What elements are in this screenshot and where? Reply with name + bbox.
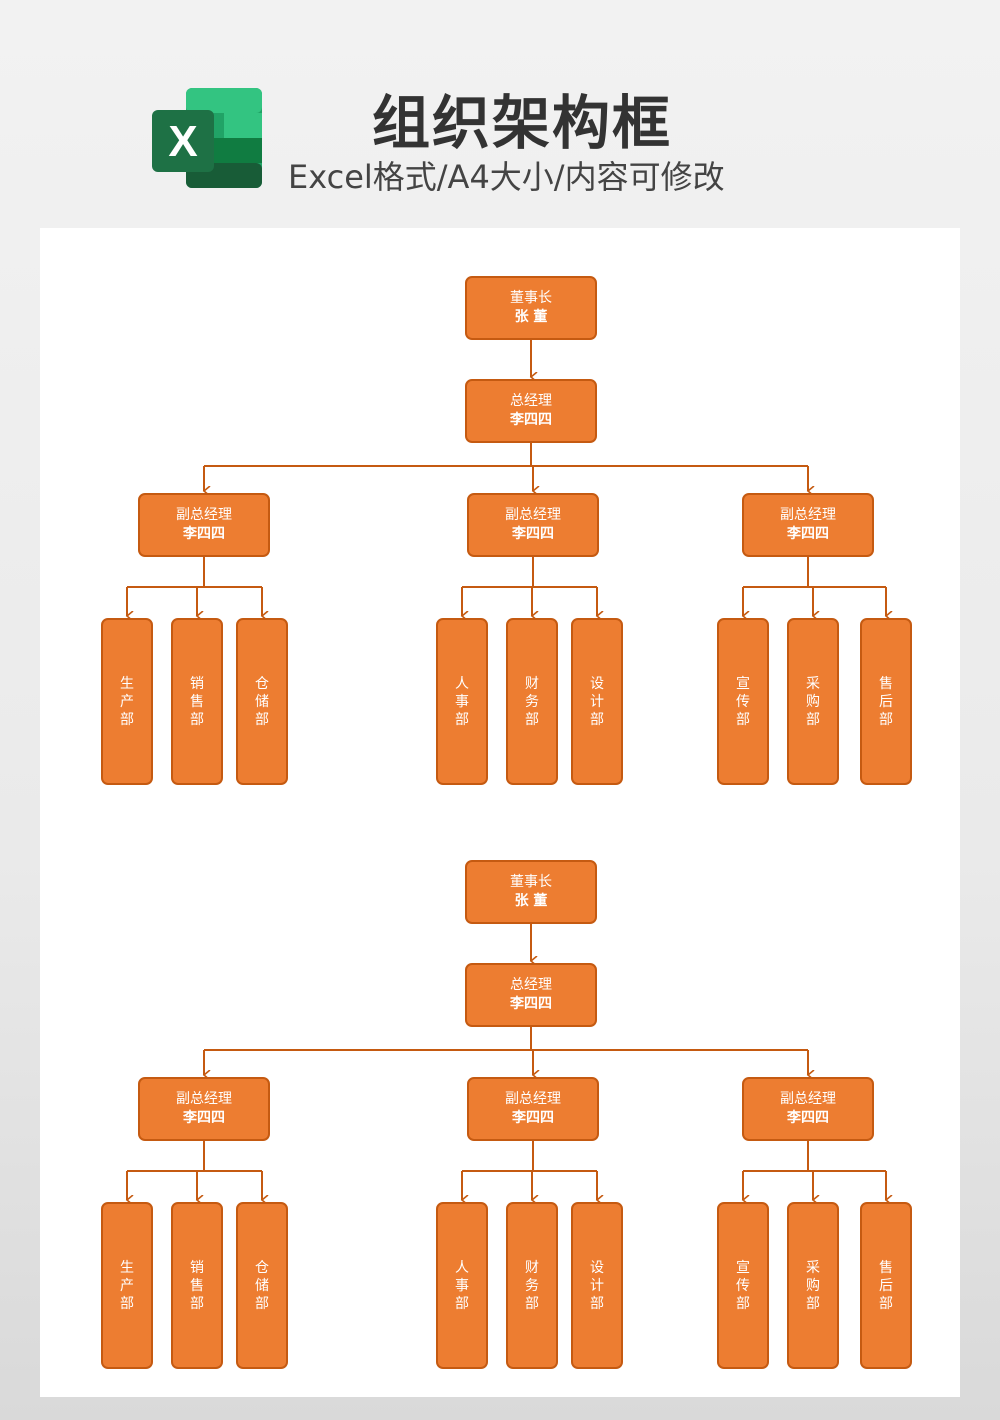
department-box: 生产部 (101, 618, 153, 785)
department-box: 宣传部 (717, 1202, 769, 1369)
role-label: 副总经理 (505, 1091, 561, 1107)
header: X 组织架构框 Excel格式/A4大小/内容可修改 (0, 0, 1000, 220)
person-name: 张 董 (514, 893, 548, 909)
role-label: 董事长 (510, 290, 552, 306)
connector-lines (40, 340, 960, 813)
person-name: 李四四 (787, 1110, 829, 1126)
excel-logo-letter: X (168, 117, 197, 166)
page-title: 组织架构框 (372, 89, 673, 157)
department-label: 设计部 (590, 675, 604, 728)
department-box: 仓储部 (236, 1202, 288, 1369)
role-label: 副总经理 (505, 507, 561, 523)
connector-lines (40, 924, 960, 1397)
deputy-gm-box: 副总经理李四四 (467, 493, 599, 557)
department-box: 采购部 (787, 1202, 839, 1369)
page-subtitle: Excel格式/A4大小/内容可修改 (288, 158, 725, 196)
department-label: 人事部 (455, 1259, 469, 1312)
department-label: 售后部 (879, 1259, 893, 1312)
role-label: 总经理 (510, 393, 552, 409)
department-label: 宣传部 (736, 1259, 750, 1312)
department-label: 财务部 (525, 675, 539, 728)
department-box: 销售部 (171, 618, 223, 785)
role-label: 副总经理 (780, 507, 836, 523)
department-label: 采购部 (806, 675, 820, 728)
department-label: 生产部 (120, 675, 134, 728)
person-name: 李四四 (512, 526, 554, 542)
general-manager-box: 总经理李四四 (465, 379, 597, 443)
deputy-gm-box: 副总经理李四四 (742, 493, 874, 557)
chairman-box: 董事长张 董 (465, 276, 597, 340)
person-name: 李四四 (183, 526, 225, 542)
deputy-gm-box: 副总经理李四四 (138, 493, 270, 557)
person-name: 张 董 (514, 309, 548, 325)
department-box: 采购部 (787, 618, 839, 785)
general-manager-box: 总经理李四四 (465, 963, 597, 1027)
department-label: 宣传部 (736, 675, 750, 728)
deputy-gm-box: 副总经理李四四 (742, 1077, 874, 1141)
org-chart-panel-2: 董事长张 董总经理李四四副总经理李四四生产部销售部仓储部副总经理李四四人事部财务… (40, 812, 960, 1397)
role-label: 董事长 (510, 874, 552, 890)
person-name: 李四四 (183, 1110, 225, 1126)
department-label: 设计部 (590, 1259, 604, 1312)
department-box: 生产部 (101, 1202, 153, 1369)
role-label: 副总经理 (176, 1091, 232, 1107)
person-name: 李四四 (510, 996, 552, 1012)
person-name: 李四四 (510, 412, 552, 428)
org-chart-panel-1: 董事长张 董总经理李四四副总经理李四四生产部销售部仓储部副总经理李四四人事部财务… (40, 228, 960, 813)
role-label: 副总经理 (176, 507, 232, 523)
department-label: 仓储部 (255, 1259, 269, 1312)
department-box: 设计部 (571, 618, 623, 785)
department-box: 财务部 (506, 618, 558, 785)
department-box: 人事部 (436, 618, 488, 785)
department-box: 售后部 (860, 1202, 912, 1369)
person-name: 李四四 (787, 526, 829, 542)
department-label: 仓储部 (255, 675, 269, 728)
department-box: 售后部 (860, 618, 912, 785)
department-label: 财务部 (525, 1259, 539, 1312)
chairman-box: 董事长张 董 (465, 860, 597, 924)
department-label: 生产部 (120, 1259, 134, 1312)
role-label: 总经理 (510, 977, 552, 993)
department-box: 宣传部 (717, 618, 769, 785)
department-box: 人事部 (436, 1202, 488, 1369)
department-label: 售后部 (879, 675, 893, 728)
deputy-gm-box: 副总经理李四四 (138, 1077, 270, 1141)
department-box: 设计部 (571, 1202, 623, 1369)
department-label: 采购部 (806, 1259, 820, 1312)
department-label: 销售部 (190, 1259, 204, 1312)
person-name: 李四四 (512, 1110, 554, 1126)
role-label: 副总经理 (780, 1091, 836, 1107)
department-label: 销售部 (190, 675, 204, 728)
deputy-gm-box: 副总经理李四四 (467, 1077, 599, 1141)
department-box: 销售部 (171, 1202, 223, 1369)
department-box: 财务部 (506, 1202, 558, 1369)
department-box: 仓储部 (236, 618, 288, 785)
department-label: 人事部 (455, 675, 469, 728)
excel-logo-icon: X (152, 88, 262, 188)
